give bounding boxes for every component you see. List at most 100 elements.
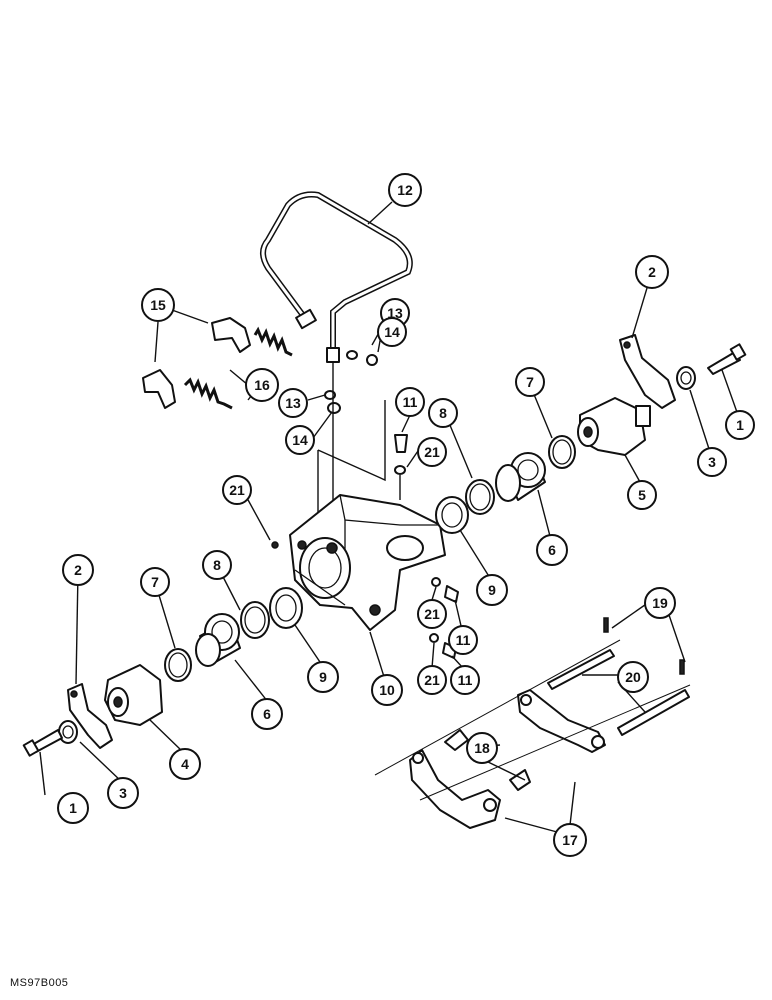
- svg-text:7: 7: [151, 574, 159, 590]
- svg-text:1: 1: [736, 417, 744, 433]
- upper-spring: [253, 326, 293, 357]
- svg-text:3: 3: [708, 454, 716, 470]
- callout-15: 15: [141, 288, 175, 322]
- svg-text:19: 19: [652, 595, 668, 611]
- right-seal-7: [548, 435, 576, 469]
- callout-17: 17: [553, 823, 587, 857]
- callout-9-left: 9: [307, 661, 339, 693]
- hydraulic-tube: [260, 191, 413, 363]
- svg-text:10: 10: [379, 682, 395, 698]
- svg-text:8: 8: [439, 405, 447, 421]
- callout-21-housing: 21: [222, 475, 252, 505]
- svg-text:6: 6: [263, 706, 271, 722]
- callout-8-left: 8: [202, 550, 232, 580]
- svg-text:4: 4: [181, 756, 189, 772]
- left-bolt-1: [22, 729, 63, 757]
- callout-6-left: 6: [251, 698, 283, 730]
- left-ring-8: [240, 601, 270, 639]
- lower-spring: [183, 377, 233, 410]
- svg-text:7: 7: [526, 374, 534, 390]
- caliper-housing: [289, 494, 446, 631]
- o-ring-upper: [346, 350, 358, 360]
- callout-4: 4: [169, 748, 201, 780]
- svg-text:12: 12: [397, 182, 413, 198]
- callout-6-right: 6: [536, 534, 568, 566]
- roll-pin-upper-19: [603, 617, 609, 633]
- pin-lower-20: [617, 689, 690, 736]
- svg-text:11: 11: [456, 632, 471, 648]
- left-seal-7: [164, 648, 192, 682]
- callout-8-right: 8: [428, 398, 458, 428]
- svg-text:21: 21: [424, 444, 440, 460]
- svg-text:21: 21: [229, 482, 245, 498]
- svg-text:2: 2: [74, 562, 82, 578]
- callout-7-left: 7: [140, 567, 170, 597]
- callout-11-top: 11: [395, 387, 425, 417]
- callout-20: 20: [617, 661, 649, 693]
- brake-bracket-upper-17: [517, 689, 606, 753]
- callout-1-right: 1: [725, 410, 755, 440]
- callout-21-low: 21: [417, 665, 447, 695]
- callout-2-left: 2: [62, 554, 94, 586]
- right-lever-2: [619, 334, 676, 409]
- right-actuator-5: [577, 397, 651, 456]
- svg-text:11: 11: [403, 394, 418, 410]
- left-washer-3: [58, 720, 78, 744]
- svg-text:15: 15: [150, 297, 166, 313]
- cap-top: [394, 465, 406, 475]
- svg-text:13: 13: [285, 395, 301, 411]
- cap-housing: [271, 541, 279, 549]
- svg-text:20: 20: [625, 669, 641, 685]
- svg-text:16: 16: [254, 377, 270, 393]
- washer-lower: [327, 402, 341, 414]
- callout-21-mid: 21: [417, 599, 447, 629]
- callout-3-right: 3: [697, 447, 727, 477]
- callout-2-right: 2: [635, 255, 669, 289]
- lower-bracket: [142, 369, 176, 409]
- left-lever-2: [67, 683, 113, 749]
- right-bolt-1: [707, 343, 747, 375]
- roll-pin-lower-19: [679, 659, 685, 675]
- figure-reference-code: MS97B005: [10, 977, 69, 989]
- callout-14-lower: 14: [285, 425, 315, 455]
- svg-text:18: 18: [474, 740, 490, 756]
- svg-text:21: 21: [424, 606, 440, 622]
- left-piston-6: [195, 613, 241, 667]
- svg-text:14: 14: [292, 432, 308, 448]
- right-piston-6: [495, 452, 546, 502]
- svg-text:5: 5: [638, 487, 646, 503]
- right-ring-8: [465, 479, 495, 515]
- callout-12: 12: [388, 173, 422, 207]
- callout-3-left: 3: [107, 777, 139, 809]
- right-seal-9: [435, 496, 469, 534]
- svg-text:13: 13: [387, 305, 403, 321]
- left-seal-9: [269, 587, 303, 629]
- right-washer-3: [676, 366, 696, 390]
- cap-low: [429, 633, 439, 643]
- svg-text:9: 9: [488, 582, 496, 598]
- svg-text:2: 2: [648, 264, 656, 280]
- svg-text:17: 17: [562, 832, 578, 848]
- callout-1-left: 1: [57, 792, 89, 824]
- washer-upper: [366, 354, 378, 366]
- callout-21-top: 21: [417, 437, 447, 467]
- spring-clip-upper-18: [444, 729, 469, 751]
- callout-10: 10: [371, 674, 403, 706]
- svg-text:8: 8: [213, 557, 221, 573]
- leader-lines: [39, 201, 739, 833]
- bleed-screw-mid: [444, 585, 459, 603]
- brake-bracket-lower-17: [409, 749, 501, 829]
- callout-18: 18: [466, 732, 498, 764]
- upper-bracket: [211, 317, 251, 353]
- bleed-screw-top: [394, 434, 408, 453]
- left-actuator-4: [104, 664, 163, 726]
- svg-text:9: 9: [319, 669, 327, 685]
- callout-7-right: 7: [515, 367, 545, 397]
- svg-text:6: 6: [548, 542, 556, 558]
- svg-text:1: 1: [69, 800, 77, 816]
- pin-upper-20: [547, 649, 615, 690]
- svg-text:14: 14: [384, 324, 400, 340]
- svg-text:11: 11: [458, 672, 473, 688]
